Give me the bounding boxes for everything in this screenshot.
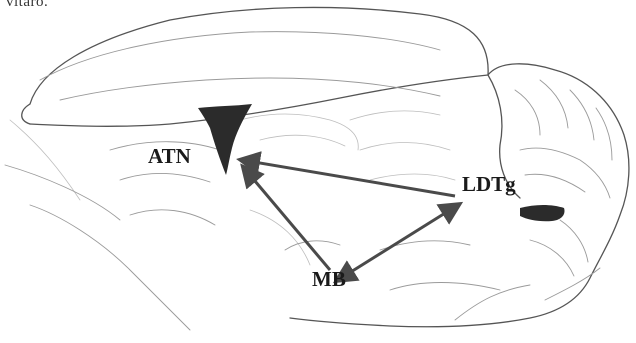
atn-nucleus-shape: [198, 104, 252, 175]
label-ldtg: LDTg: [462, 172, 516, 196]
arrow-mb-ldtg-bidirectional: [338, 205, 458, 280]
label-atn: ATN: [148, 144, 191, 168]
projection-arrows: [242, 160, 458, 280]
ldtg-nucleus-shape: [520, 205, 565, 221]
label-mb: MB: [312, 267, 346, 291]
arrow-ldtg-to-atn: [242, 160, 455, 196]
arrow-mb-to-atn: [244, 168, 330, 270]
